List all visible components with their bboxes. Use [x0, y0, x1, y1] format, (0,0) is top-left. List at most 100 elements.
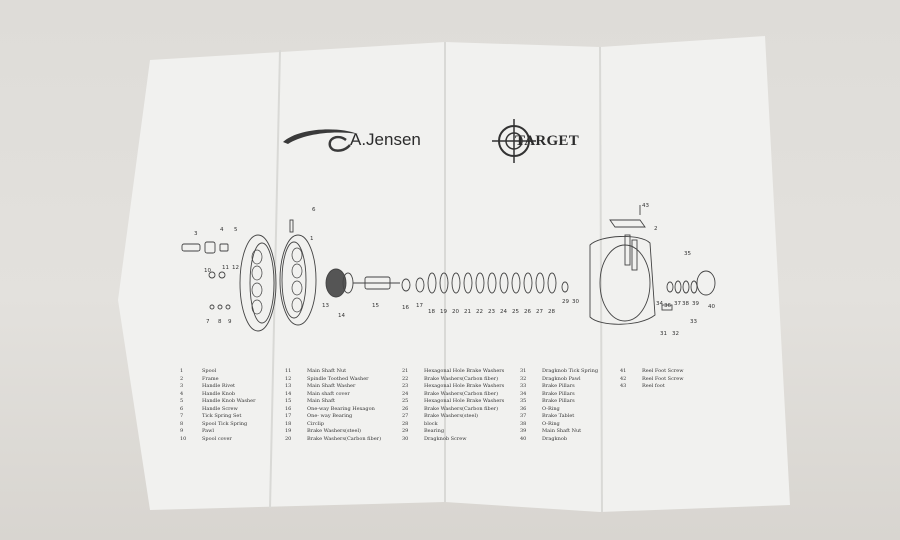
svg-text:18: 18: [428, 309, 435, 315]
svg-text:31: 31: [660, 331, 667, 337]
svg-text:25: 25: [512, 309, 519, 315]
svg-text:8: 8: [218, 319, 222, 325]
svg-text:24: 24: [500, 309, 507, 315]
target-brand-text: TARGET: [515, 133, 580, 149]
svg-text:26: 26: [524, 309, 531, 315]
svg-text:19: 19: [440, 309, 447, 315]
svg-text:32: 32: [672, 331, 679, 337]
svg-text:43: 43: [642, 203, 649, 209]
frame-part: [589, 235, 656, 325]
exploded-reel-diagram: 1 2 3 4 5 6 7 8 9 10 11 12 13 14 15 16 1…: [181, 195, 716, 337]
svg-text:7: 7: [206, 319, 210, 325]
svg-text:20: 20: [452, 309, 459, 315]
svg-text:38: 38: [682, 301, 689, 307]
svg-text:16: 16: [402, 305, 409, 311]
svg-text:14: 14: [338, 313, 345, 319]
svg-text:27: 27: [536, 309, 543, 315]
svg-text:6: 6: [312, 207, 316, 213]
jensen-brand-text: A.Jensen: [350, 130, 421, 149]
jensen-swoosh-logo: [283, 129, 358, 152]
svg-text:9: 9: [228, 319, 232, 325]
spool-part: [239, 234, 277, 332]
svg-text:13: 13: [322, 303, 329, 309]
svg-text:12: 12: [232, 265, 239, 271]
svg-text:39: 39: [692, 301, 699, 307]
svg-text:2: 2: [654, 226, 658, 232]
svg-text:10: 10: [204, 268, 211, 274]
svg-text:33: 33: [690, 319, 697, 325]
handle-rivet-part: [181, 243, 201, 252]
svg-text:21: 21: [464, 309, 471, 315]
svg-text:4: 4: [220, 227, 224, 233]
svg-text:30: 30: [572, 299, 579, 305]
svg-text:29: 29: [562, 299, 569, 305]
svg-text:22: 22: [476, 309, 483, 315]
svg-text:3: 3: [194, 231, 198, 237]
svg-text:17: 17: [416, 303, 423, 309]
main-shaft-part: [364, 276, 391, 290]
svg-text:1: 1: [310, 236, 314, 242]
svg-text:5: 5: [234, 227, 238, 233]
target-crosshair-logo: [492, 119, 536, 163]
svg-text:40: 40: [708, 304, 715, 310]
dragknob-part: [696, 270, 716, 296]
svg-text:15: 15: [372, 303, 379, 309]
svg-text:23: 23: [488, 309, 495, 315]
handle-knob-part: [204, 241, 216, 254]
svg-text:36: 36: [664, 303, 671, 309]
svg-text:34: 34: [656, 301, 663, 307]
svg-text:11: 11: [222, 265, 229, 271]
svg-text:41: 41: [586, 195, 593, 197]
svg-text:28: 28: [548, 309, 555, 315]
svg-text:35: 35: [684, 251, 691, 257]
